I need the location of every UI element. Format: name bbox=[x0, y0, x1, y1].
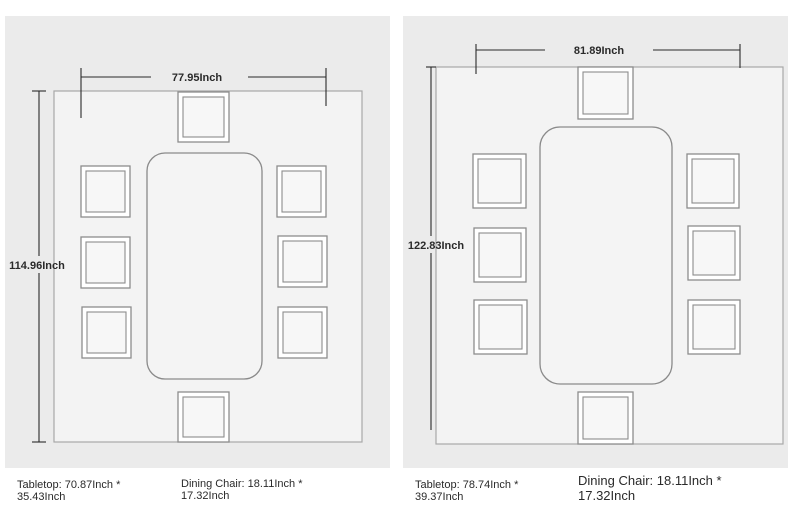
right-tabletop-caption-line2: 39.37Inch bbox=[415, 491, 464, 503]
right-chair-top bbox=[577, 66, 634, 120]
right-chair-caption: Dining Chair: 18.11Inch * 17.32Inch bbox=[578, 473, 722, 503]
left-tabletop-caption-line2: 35.43Inch bbox=[17, 491, 66, 503]
right-chair-right-2 bbox=[687, 225, 741, 281]
left-chair-left-2 bbox=[80, 236, 131, 289]
right-chair-left-2 bbox=[473, 227, 527, 283]
right-chair-left-1 bbox=[472, 153, 527, 209]
left-tabletop bbox=[146, 152, 263, 380]
left-width-label: 77.95Inch bbox=[172, 72, 222, 84]
right-chair-bottom bbox=[577, 391, 634, 445]
right-chair-right-3 bbox=[687, 299, 741, 355]
right-chair-caption-line1: Dining Chair: 18.11Inch * bbox=[578, 473, 722, 488]
right-chair-left-3 bbox=[473, 299, 528, 355]
left-chair-caption: Dining Chair: 18.11Inch * 17.32Inch bbox=[181, 478, 302, 502]
left-chair-caption-line1: Dining Chair: 18.11Inch * bbox=[181, 478, 303, 490]
left-chair-bottom bbox=[177, 391, 230, 443]
right-chair-caption-line2: 17.32Inch bbox=[578, 488, 636, 503]
right-width-label: 81.89Inch bbox=[574, 45, 624, 57]
left-layout: 77.95Inch 114.96Inch bbox=[5, 16, 390, 468]
left-chair-top bbox=[177, 91, 230, 143]
right-tabletop-caption-line1: Tabletop: 78.74Inch * bbox=[415, 479, 519, 491]
left-chair-right-3 bbox=[277, 306, 328, 359]
left-chair-right-1 bbox=[276, 165, 327, 218]
right-tabletop-caption: Tabletop: 78.74Inch * 39.37Inch bbox=[415, 479, 518, 503]
left-length-label: 114.96Inch bbox=[9, 260, 65, 272]
left-tabletop-caption-line1: Tabletop: 70.87Inch * bbox=[17, 479, 121, 491]
left-chair-left-3 bbox=[81, 306, 132, 359]
right-length-label: 122.83Inch bbox=[408, 240, 465, 252]
left-chair-caption-line2: 17.32Inch bbox=[181, 490, 230, 502]
right-layout: 81.89Inch 122.83Inch bbox=[403, 16, 788, 468]
right-chair-right-1 bbox=[686, 153, 740, 209]
left-tabletop-caption: Tabletop: 70.87Inch * 35.43Inch bbox=[17, 479, 120, 503]
left-chair-right-2 bbox=[277, 235, 328, 288]
left-chair-left-1 bbox=[80, 165, 131, 218]
right-tabletop bbox=[539, 126, 673, 385]
